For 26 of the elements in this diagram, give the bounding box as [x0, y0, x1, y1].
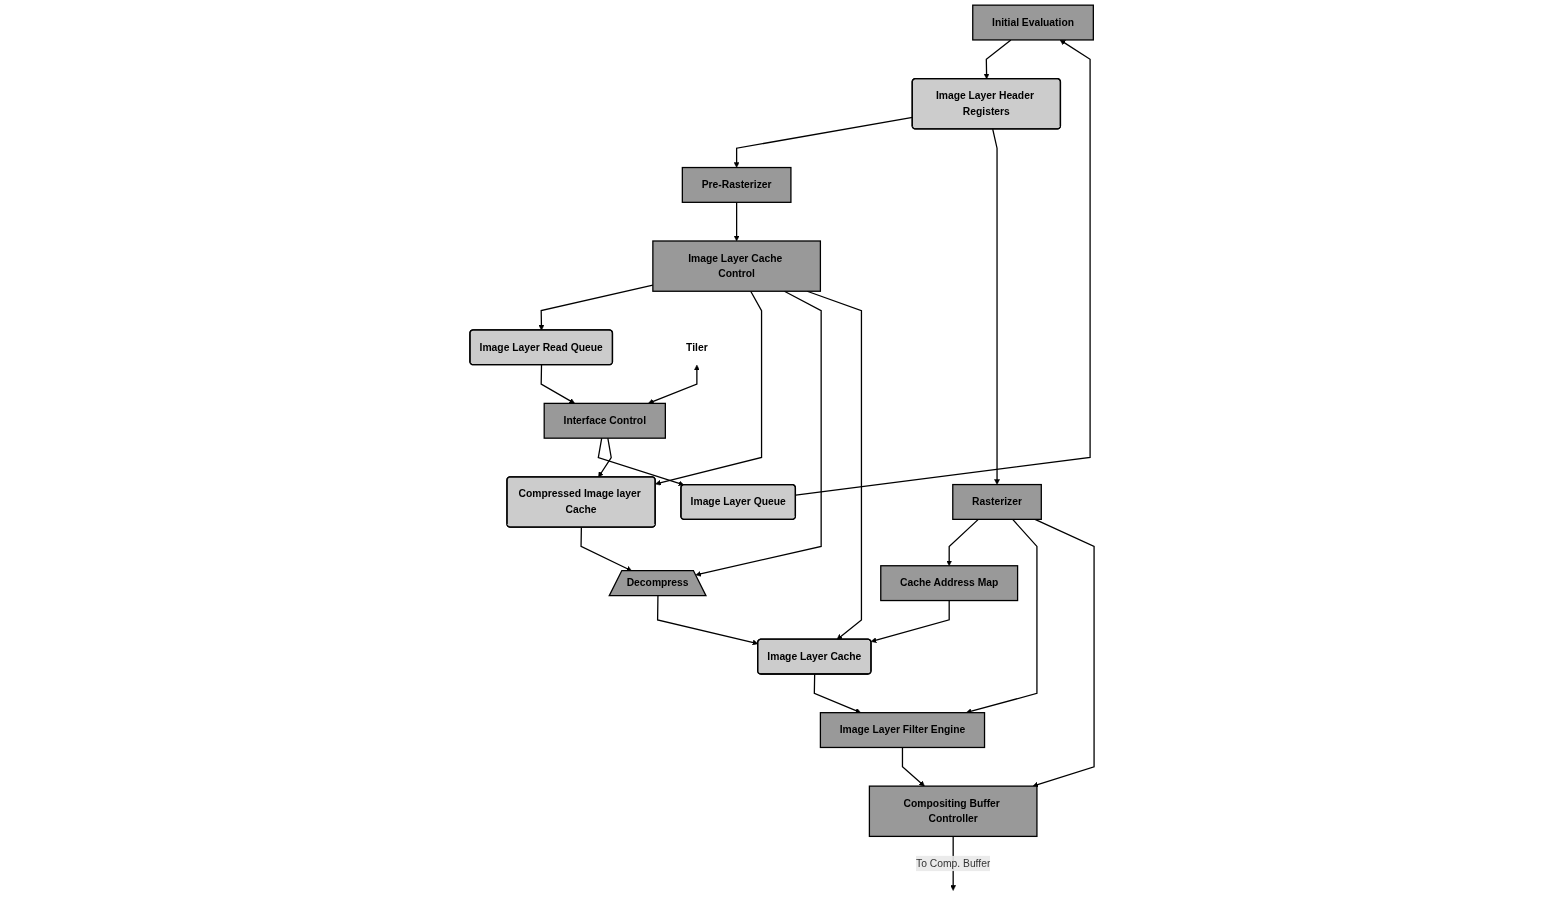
arrow — [795, 39, 1091, 496]
node-box: Cache Address Map — [880, 565, 1019, 602]
node-box: Interface Control — [543, 402, 666, 439]
node-box: Image Layer Filter Engine — [819, 712, 986, 749]
arrow — [733, 201, 740, 242]
arrow — [540, 364, 575, 404]
arrow — [946, 518, 979, 566]
node-box: Pre-Rasterizer — [681, 166, 792, 203]
edge-label: To Comp. Buffer — [916, 857, 991, 869]
arrow — [992, 128, 1000, 485]
arrow — [870, 599, 950, 643]
arrow — [813, 673, 861, 714]
arrow — [695, 290, 822, 577]
node-text: Tiler — [686, 341, 708, 353]
arrow — [901, 746, 925, 787]
node-box: Initial Evaluation — [972, 4, 1094, 41]
node-box: Compositing Buffer Controller — [868, 785, 1038, 838]
arrow — [655, 290, 763, 486]
arrow — [598, 437, 612, 478]
arrow — [597, 437, 685, 487]
arrow — [1032, 518, 1095, 788]
arrow — [656, 595, 759, 646]
arrow — [648, 364, 700, 405]
node-box: Rasterizer — [952, 483, 1042, 520]
node-box: Image Layer Cache Control — [652, 240, 822, 292]
arrow — [983, 39, 1012, 80]
